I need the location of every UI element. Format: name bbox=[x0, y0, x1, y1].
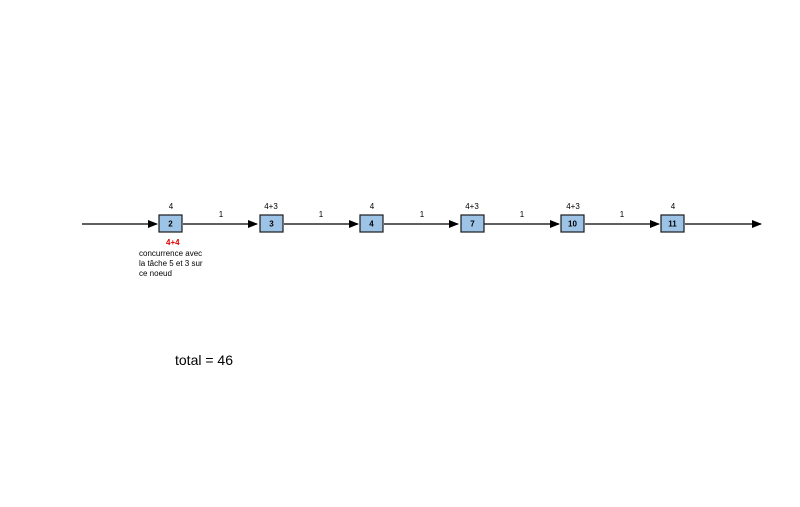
note-line: concurrence avec bbox=[139, 249, 203, 258]
task-node: 4+3 3 bbox=[259, 202, 284, 233]
node-box bbox=[158, 214, 183, 233]
concurrency-note: concurrence avec la tâche 5 et 3 sur ce … bbox=[139, 249, 203, 279]
node-cost-label: 4+3 bbox=[465, 202, 479, 211]
node-cost-label: 4 bbox=[671, 202, 676, 211]
task-node: 4 2 bbox=[158, 202, 183, 233]
node-box bbox=[460, 214, 485, 233]
node-id-label: 10 bbox=[568, 220, 577, 229]
task-node: 4+3 7 bbox=[460, 202, 485, 233]
node-cost-label: 4+3 bbox=[566, 202, 580, 211]
node-id-label: 3 bbox=[269, 220, 274, 229]
edge-weight-label: 1 bbox=[420, 210, 425, 219]
task-node: 4+3 10 bbox=[560, 202, 585, 233]
node-box bbox=[359, 214, 384, 233]
node-box bbox=[560, 214, 585, 233]
edge-weight-label: 1 bbox=[319, 210, 324, 219]
task-node: 4 11 bbox=[660, 202, 685, 233]
edge-weight-label: 1 bbox=[219, 210, 224, 219]
node-id-label: 11 bbox=[668, 220, 677, 229]
node-cost-label: 4 bbox=[169, 202, 174, 211]
total-label: total = 46 bbox=[175, 352, 233, 368]
note-line: la tâche 5 et 3 sur bbox=[139, 259, 203, 268]
node-cost-label: 4 bbox=[370, 202, 375, 211]
node-cost-label: 4+3 bbox=[264, 202, 278, 211]
task-node: 4 4 bbox=[359, 202, 384, 233]
node-box bbox=[259, 214, 284, 233]
node-id-label: 2 bbox=[168, 220, 173, 229]
edge-weight-label: 1 bbox=[620, 210, 625, 219]
concurrency-cost-label: 4+4 bbox=[166, 238, 180, 247]
node-box bbox=[660, 214, 685, 233]
note-line: ce noeud bbox=[139, 269, 172, 278]
node-id-label: 7 bbox=[470, 220, 475, 229]
edge-weight-label: 1 bbox=[520, 210, 525, 219]
node-id-label: 4 bbox=[369, 220, 374, 229]
